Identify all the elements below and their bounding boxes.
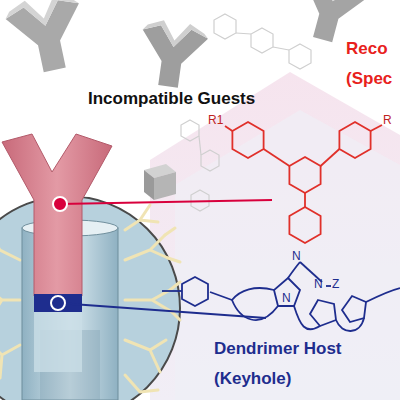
atom-label: Z	[332, 278, 339, 290]
role-heading: Dendrimer Host	[214, 340, 342, 357]
atom-label: N	[314, 278, 323, 290]
substituent-label: R1	[208, 114, 223, 126]
atom-label: N	[282, 292, 291, 304]
substituent-label: R	[383, 114, 392, 126]
recognition-structure	[225, 122, 382, 243]
atom-label: N	[292, 250, 301, 262]
role-subheading: (Keyhole)	[214, 370, 291, 387]
group-heading: Incompatible Guests	[88, 90, 255, 107]
role-heading: Reco	[346, 40, 388, 57]
porphyrin	[162, 262, 400, 331]
leader-dot	[51, 296, 65, 310]
backdrop-house-inner	[175, 110, 400, 400]
dendrimer-host	[0, 182, 180, 400]
leader-line	[60, 200, 272, 204]
backdrop-house	[150, 72, 400, 400]
leader-dot	[53, 197, 67, 211]
recognition-unit	[2, 134, 112, 372]
keyhole-band	[34, 294, 82, 312]
role-subheading: (Spec	[346, 70, 392, 87]
